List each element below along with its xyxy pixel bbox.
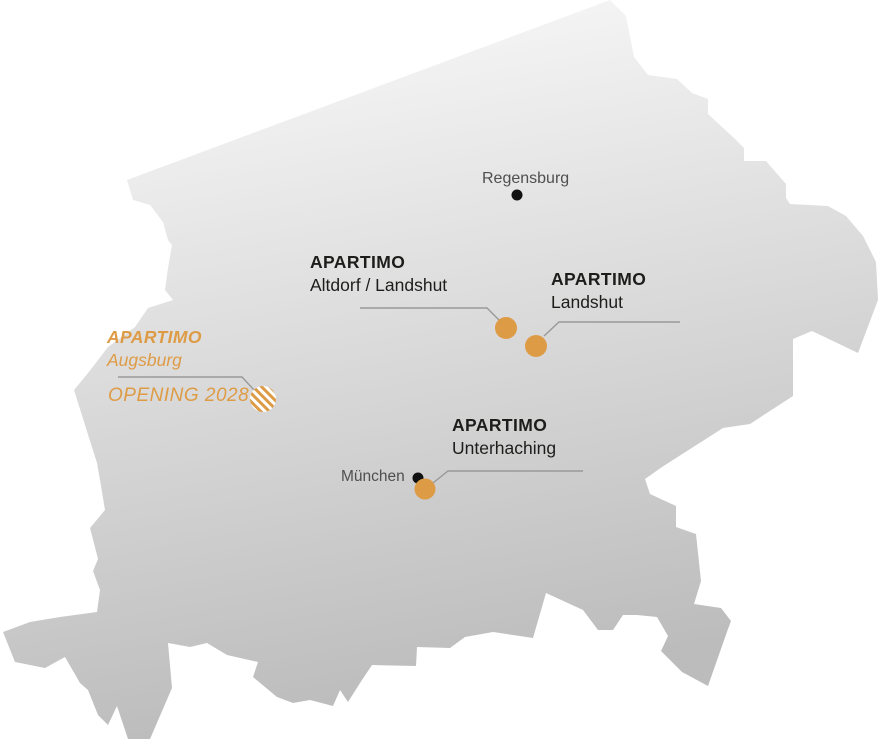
label-regensburg: Regensburg — [482, 170, 570, 187]
leader-line-landshut — [543, 321, 680, 337]
label-unterhaching[interactable]: APARTIMO Unterhaching — [452, 414, 556, 460]
label-landshut[interactable]: APARTIMO Landshut — [551, 268, 646, 314]
label-altdorf-landshut-brand: APARTIMO — [310, 252, 406, 272]
label-augsburg-status: OPENING 2028 — [108, 385, 250, 406]
marker-landshut[interactable] — [525, 335, 547, 357]
label-augsburg-name: Augsburg — [107, 350, 182, 370]
label-altdorf-landshut-name: Altdorf / Landshut — [310, 275, 448, 295]
label-landshut-name: Landshut — [551, 292, 624, 312]
label-landshut-brand: APARTIMO — [551, 269, 647, 289]
label-augsburg-brand: APARTIMO — [107, 327, 202, 347]
label-unterhaching-brand: APARTIMO — [452, 415, 548, 435]
label-muenchen: München — [341, 468, 405, 485]
leader-line-unterhaching — [432, 470, 583, 484]
label-unterhaching-name: Unterhaching — [452, 438, 557, 458]
marker-altdorf-landshut[interactable] — [495, 317, 517, 339]
leader-line-augsburg — [118, 376, 256, 392]
label-augsburg[interactable]: APARTIMO Augsburg — [107, 326, 202, 372]
regensburg-dot — [511, 189, 523, 201]
label-altdorf-landshut[interactable]: APARTIMO Altdorf / Landshut — [310, 251, 447, 297]
marker-augsburg-striped[interactable] — [250, 386, 276, 412]
leader-line-altdorf-landshut — [360, 307, 501, 322]
bavaria-shape — [3, 0, 878, 739]
marker-unterhaching[interactable] — [414, 478, 436, 500]
